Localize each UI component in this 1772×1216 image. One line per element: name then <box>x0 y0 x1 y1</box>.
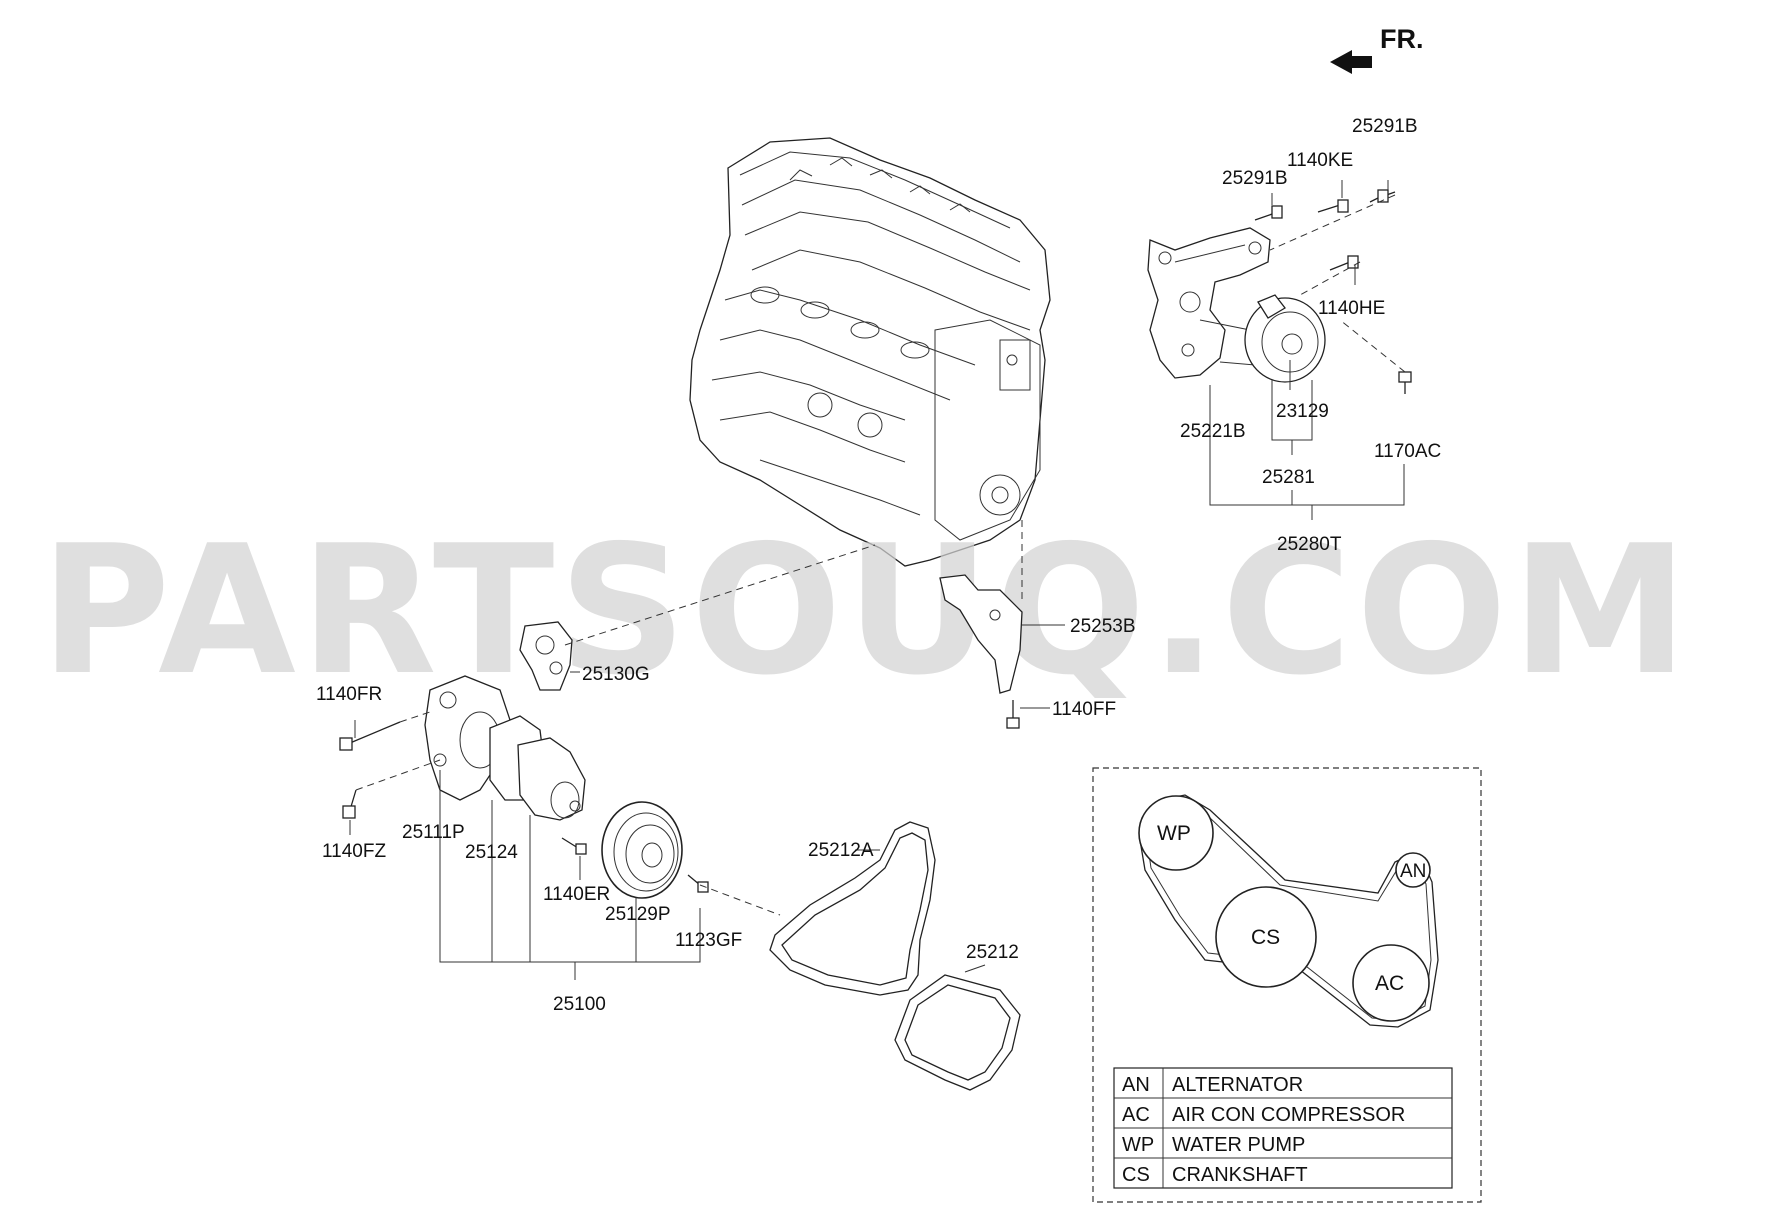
label-1140ER: 1140ER <box>543 884 610 905</box>
label-25212A: 25212A <box>808 840 874 861</box>
belt-routing-panel: WP CS AN AC AN ALTERNATOR AC AIR CON COM… <box>1092 767 1482 1203</box>
part-labels: 25291B 1140KE 25291B 1140HE 23129 25221B… <box>316 116 1441 1015</box>
legend-row: AN ALTERNATOR <box>1122 1074 1303 1096</box>
label-1140FR: 1140FR <box>316 684 382 705</box>
label-25221B: 25221B <box>1180 421 1246 442</box>
water-pump-gasket <box>519 544 876 691</box>
water-pump-housing <box>424 675 511 801</box>
water-pump <box>517 737 586 821</box>
label-25253B: 25253B <box>1070 616 1136 637</box>
label-1140FZ: 1140FZ <box>322 841 386 862</box>
pulley-cs-label: CS <box>1251 926 1280 949</box>
pulley-wp-label: WP <box>1157 822 1191 845</box>
front-direction-indicator: FR. <box>1330 24 1424 74</box>
legend-table: AN ALTERNATOR AC AIR CON COMPRESSOR WP W… <box>1113 1067 1453 1189</box>
label-25281: 25281 <box>1262 467 1315 488</box>
label-25291B-top: 25291B <box>1352 116 1418 137</box>
legend-name: WATER PUMP <box>1172 1134 1305 1156</box>
alternator-bracket-assembly <box>1147 227 1271 379</box>
label-1170AC: 1170AC <box>1374 441 1441 462</box>
water-pump-pulley <box>601 801 683 899</box>
legend-name: CRANKSHAFT <box>1172 1164 1308 1186</box>
tensioner-pulley <box>1244 294 1326 383</box>
label-25291B: 25291B <box>1222 168 1288 189</box>
legend-row: CS CRANKSHAFT <box>1122 1164 1308 1186</box>
pulley-an <box>1395 852 1431 888</box>
legend-name: ALTERNATOR <box>1172 1074 1303 1096</box>
belt-panel-border <box>1092 767 1482 1203</box>
label-25280T: 25280T <box>1277 534 1342 555</box>
leader-lines <box>349 180 1405 980</box>
label-25130G: 25130G <box>582 664 650 685</box>
legend-code: WP <box>1122 1134 1154 1156</box>
pulley-cs <box>1215 886 1317 988</box>
front-arrow-icon <box>1330 50 1372 74</box>
label-1140KE: 1140KE <box>1287 150 1353 171</box>
legend-row: AC AIR CON COMPRESSOR <box>1122 1104 1405 1126</box>
label-23129: 23129 <box>1276 401 1329 422</box>
label-1140HE: 1140HE <box>1318 298 1385 319</box>
label-25100: 25100 <box>553 994 606 1015</box>
belt-25212 <box>894 974 1021 1091</box>
front-label: FR. <box>1380 24 1424 54</box>
legend-row: WP WATER PUMP <box>1122 1134 1305 1156</box>
pulley-ac <box>1352 944 1430 1022</box>
bolts-top-right <box>1254 189 1412 394</box>
pulley-ac-label: AC <box>1375 972 1404 995</box>
legend-code: AN <box>1122 1074 1150 1096</box>
label-1123GF: 1123GF <box>675 930 742 951</box>
label-25124: 25124 <box>465 842 518 863</box>
pulley-an-label: AN <box>1400 861 1426 882</box>
label-25129P: 25129P <box>605 904 671 925</box>
legend-name: AIR CON COMPRESSOR <box>1172 1104 1405 1126</box>
label-1140FF: 1140FF <box>1052 699 1116 720</box>
legend-code: CS <box>1122 1164 1150 1186</box>
mount-bracket <box>939 520 1023 729</box>
legend-code: AC <box>1122 1104 1150 1126</box>
engine-block <box>689 137 1051 567</box>
bolts-left <box>339 711 781 916</box>
label-25111P: 25111P <box>402 822 465 843</box>
watermark-text: PARTSOUQ.COM <box>40 507 1692 714</box>
belt-25212A <box>769 821 936 996</box>
pulley-wp <box>1138 795 1214 871</box>
label-25212: 25212 <box>966 942 1019 963</box>
